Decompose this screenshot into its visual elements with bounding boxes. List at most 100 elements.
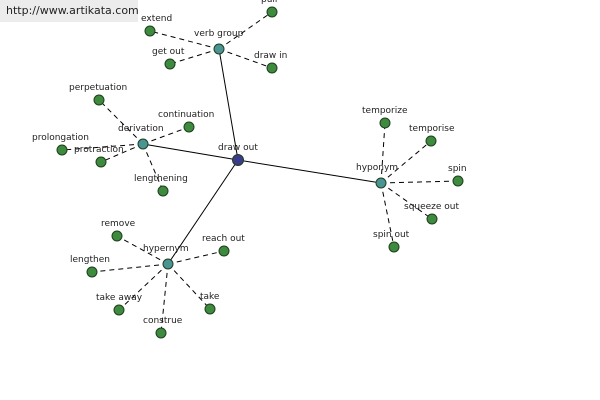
edge-hypernym-leaf — [160, 263, 169, 334]
leaf-node-label[interactable]: remove — [101, 219, 136, 229]
edge-root-verb-group — [218, 48, 239, 161]
leaf-node[interactable]: squeeze out — [404, 202, 460, 225]
leaf-node-label[interactable]: spin — [448, 164, 467, 174]
leaf-node-dot[interactable] — [452, 175, 464, 187]
leaf-node-label[interactable]: construe — [143, 316, 183, 326]
leaf-node[interactable]: spin out — [373, 230, 410, 253]
leaf-node[interactable]: lengthening — [134, 174, 188, 197]
leaf-node-dot[interactable] — [144, 25, 156, 37]
leaf-node-dot[interactable] — [157, 185, 169, 197]
leaf-node[interactable]: take away — [96, 293, 143, 316]
group-node-verb-group-dot[interactable] — [213, 43, 225, 55]
group-node-label[interactable]: derivation — [118, 124, 164, 134]
leaf-node[interactable]: continuation — [158, 110, 214, 133]
leaf-node-label[interactable]: reach out — [202, 234, 245, 244]
leaf-node-label[interactable]: lengthen — [70, 255, 110, 265]
leaf-node-dot[interactable] — [86, 266, 98, 278]
leaf-node[interactable]: get out — [152, 47, 185, 70]
leaf-node-dot[interactable] — [379, 117, 391, 129]
group-node-hyponym-dot[interactable] — [375, 177, 387, 189]
edge-derivation-leaf — [142, 126, 190, 145]
leaf-node[interactable]: protraction — [74, 145, 124, 168]
leaf-node[interactable]: spin — [448, 164, 467, 187]
leaf-node-label[interactable]: draw in — [254, 51, 287, 61]
leaf-node-dot[interactable] — [183, 121, 195, 133]
edge-hyponym-leaf — [380, 122, 386, 184]
leaf-node-dot[interactable] — [266, 6, 278, 18]
group-node-hyponym[interactable]: hyponym — [356, 163, 398, 189]
leaf-node-label[interactable]: prolongation — [32, 133, 89, 143]
leaf-node[interactable]: perpetuation — [69, 83, 127, 106]
group-node-derivation-dot[interactable] — [137, 138, 149, 150]
leaf-node[interactable]: remove — [101, 219, 136, 242]
edge-root-hypernym — [167, 159, 239, 265]
leaf-node-dot[interactable] — [218, 245, 230, 257]
group-node-label[interactable]: hypernym — [143, 244, 189, 254]
leaf-node[interactable]: draw in — [254, 51, 287, 74]
leaf-node[interactable]: temporise — [409, 124, 455, 147]
leaf-node-dot[interactable] — [164, 58, 176, 70]
group-node-hypernym-dot[interactable] — [162, 258, 174, 270]
nodes-layer: extend pull get out draw in perpetuation cont… — [32, 0, 467, 339]
edge-root-derivation — [142, 143, 239, 161]
leaf-node-dot[interactable] — [204, 303, 216, 315]
leaf-node-label[interactable]: squeeze out — [404, 202, 460, 212]
edge-hyponym-leaf — [380, 182, 395, 248]
root-node-dot[interactable] — [232, 154, 244, 166]
edges-layer — [61, 11, 459, 334]
leaf-node-label[interactable]: pull — [261, 0, 277, 5]
leaf-node-label[interactable]: take — [200, 292, 220, 302]
leaf-node-label[interactable]: extend — [141, 14, 172, 24]
leaf-node-dot[interactable] — [93, 94, 105, 106]
leaf-node[interactable]: pull — [261, 0, 278, 18]
edge-hyponym-leaf — [380, 182, 433, 220]
leaf-node-label[interactable]: temporise — [409, 124, 455, 134]
leaf-node[interactable]: lengthen — [70, 255, 110, 278]
leaf-node-dot[interactable] — [155, 327, 167, 339]
edge-hyponym-leaf — [380, 140, 432, 184]
edge-verb-group-leaf — [218, 48, 273, 69]
leaf-node-dot[interactable] — [426, 213, 438, 225]
leaf-node[interactable]: temporize — [362, 106, 408, 129]
leaf-node-dot[interactable] — [95, 156, 107, 168]
edge-hypernym-leaf — [116, 235, 169, 265]
group-node-verb-group[interactable]: verb group — [194, 29, 244, 55]
leaf-node-label[interactable]: perpetuation — [69, 83, 127, 93]
leaf-node-dot[interactable] — [111, 230, 123, 242]
edge-hypernym-leaf — [167, 263, 211, 310]
leaf-node-dot[interactable] — [56, 144, 68, 156]
leaf-node-label[interactable]: spin out — [373, 230, 410, 240]
edge-derivation-leaf — [61, 143, 144, 151]
edge-hyponym-leaf — [380, 180, 459, 184]
leaf-node-label[interactable]: temporize — [362, 106, 408, 116]
edge-hypernym-leaf — [91, 263, 169, 273]
edge-derivation-leaf — [98, 99, 144, 145]
edge-derivation-leaf — [100, 143, 144, 163]
group-node-label[interactable]: hyponym — [356, 163, 398, 173]
leaf-node-label[interactable]: continuation — [158, 110, 214, 120]
edge-verb-group-leaf — [149, 30, 220, 50]
edge-root-hyponym — [237, 159, 382, 184]
leaf-node-dot[interactable] — [113, 304, 125, 316]
edge-hypernym-leaf — [167, 250, 225, 265]
leaf-node[interactable]: prolongation — [32, 133, 89, 156]
leaf-node-label[interactable]: lengthening — [134, 174, 188, 184]
leaf-node[interactable]: construe — [143, 316, 183, 339]
watermark-url[interactable]: http://www.artikata.com — [0, 0, 139, 22]
leaf-node[interactable]: take — [200, 292, 220, 315]
leaf-node-dot[interactable] — [425, 135, 437, 147]
leaf-node-label[interactable]: take away — [96, 293, 143, 303]
root-node[interactable]: draw out — [218, 143, 258, 166]
leaf-node[interactable]: reach out — [202, 234, 245, 257]
leaf-node-label[interactable]: get out — [152, 47, 185, 57]
root-node-label[interactable]: draw out — [218, 143, 258, 153]
leaf-node-dot[interactable] — [388, 241, 400, 253]
group-node-derivation[interactable]: derivation — [118, 124, 164, 150]
group-node-hypernym[interactable]: hypernym — [143, 244, 189, 270]
leaf-node[interactable]: extend — [141, 14, 172, 37]
leaf-node-label[interactable]: protraction — [74, 145, 124, 155]
leaf-node-dot[interactable] — [266, 62, 278, 74]
group-node-label[interactable]: verb group — [194, 29, 244, 39]
edge-hypernym-leaf — [118, 263, 169, 311]
